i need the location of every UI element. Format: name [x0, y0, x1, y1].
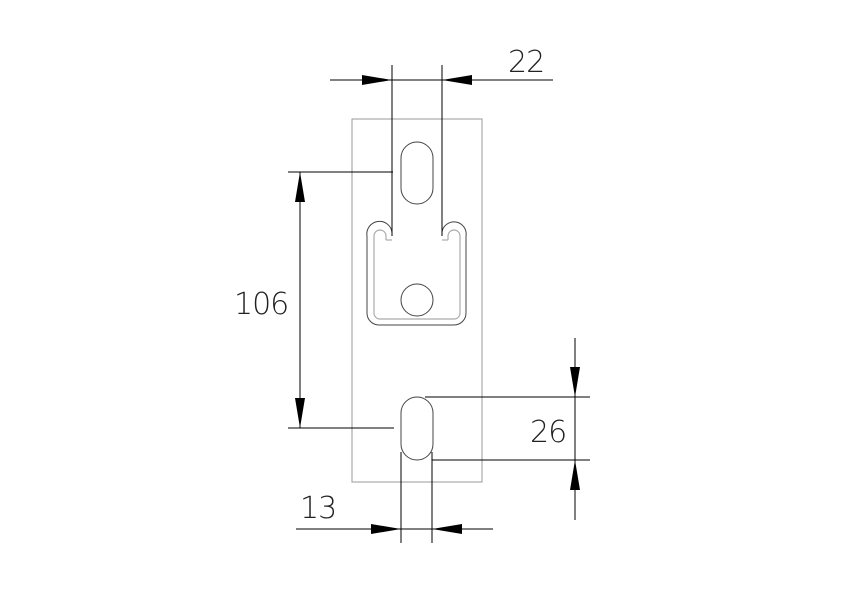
hook-cutout: [366, 220, 467, 326]
bottom-slot: [400, 396, 434, 461]
dimension-label-106: 106: [234, 287, 288, 322]
round-hole: [400, 283, 434, 317]
dimension-label-22: 22: [508, 45, 544, 80]
dimension-label-13: 13: [300, 491, 336, 526]
top-slot: [400, 141, 434, 205]
dimension-label-26: 26: [530, 415, 566, 450]
dimension-13: 13: [296, 452, 493, 543]
dimension-106: 106: [234, 171, 394, 429]
plate-outline: [351, 118, 483, 483]
dimension-22: 22: [330, 45, 553, 236]
dimension-26: 26: [425, 338, 590, 520]
